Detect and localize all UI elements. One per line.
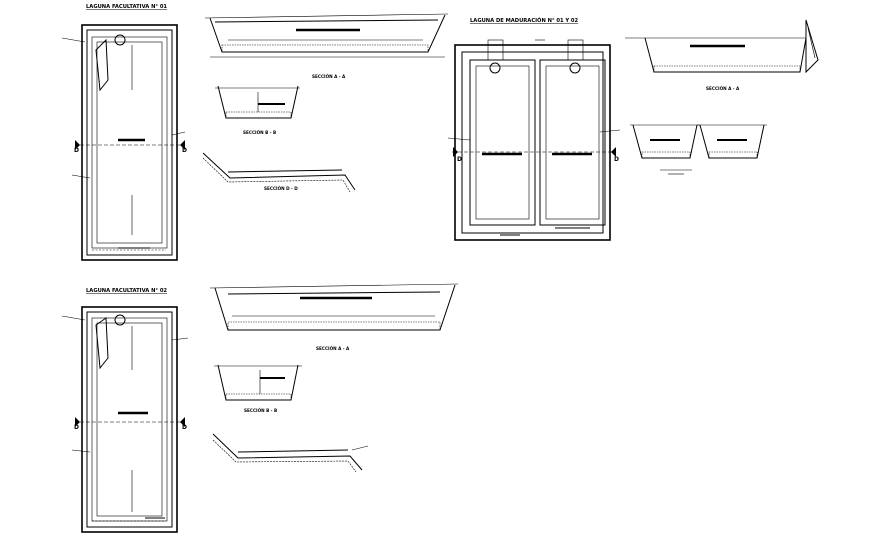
plan3-mark-left: D xyxy=(74,424,79,431)
inlet-structure-icon xyxy=(114,34,126,46)
section-b-b-plan3: SECCIÓN B - B xyxy=(214,364,302,413)
inlet-structure-icon xyxy=(489,62,501,74)
plan2-mark-left: D xyxy=(457,156,462,163)
section-d-d-plan1: SECCIÓN D - D xyxy=(202,152,356,193)
plan3-mark-right: D xyxy=(182,424,187,431)
plan1-mark-right: D xyxy=(182,147,187,154)
section-a-a-plan3: SECCIÓN A - A xyxy=(209,283,459,351)
inlet-structure-icon xyxy=(569,62,581,74)
plan2-title: LAGUNA DE MADURACIÓN N° 01 Y 02 xyxy=(470,17,579,24)
inlet-structure-icon xyxy=(114,314,126,326)
plan-laguna-facultativa-02: LAGUNA FACULTATIVA N° 02 D D xyxy=(61,288,189,533)
plan-laguna-maduracion-01-02: LAGUNA DE MADURACIÓN N° 01 Y 02 D D xyxy=(447,17,621,241)
section-a-a-plan1: SECCIÓN A - A xyxy=(204,13,449,79)
plan-laguna-facultativa-01: LAGUNA FACULTATIVA N° 01 D D xyxy=(61,4,187,261)
section-b-b-plan2 xyxy=(630,124,767,175)
plan1-title: LAGUNA FACULTATIVA N° 01 xyxy=(86,4,167,10)
section-a-a-plan2: SECCIÓN A - A xyxy=(625,19,819,91)
section-d-d-plan3 xyxy=(212,433,369,473)
section-b-b-plan3-label: SECCIÓN B - B xyxy=(244,408,277,413)
plan2-mark-right: D xyxy=(614,156,619,163)
section-d-d-plan1-label: SECCIÓN D - D xyxy=(264,186,298,191)
section-b-b-plan1-label: SECCIÓN B - B xyxy=(243,130,276,135)
plan3-title: LAGUNA FACULTATIVA N° 02 xyxy=(86,288,167,294)
section-a-a-plan2-label: SECCIÓN A - A xyxy=(706,86,740,91)
section-a-a-plan1-label: SECCIÓN A - A xyxy=(312,74,346,79)
section-b-b-plan1: SECCIÓN B - B xyxy=(215,85,300,135)
section-a-a-plan3-label: SECCIÓN A - A xyxy=(316,346,350,351)
plan1-mark-left: D xyxy=(74,147,79,154)
